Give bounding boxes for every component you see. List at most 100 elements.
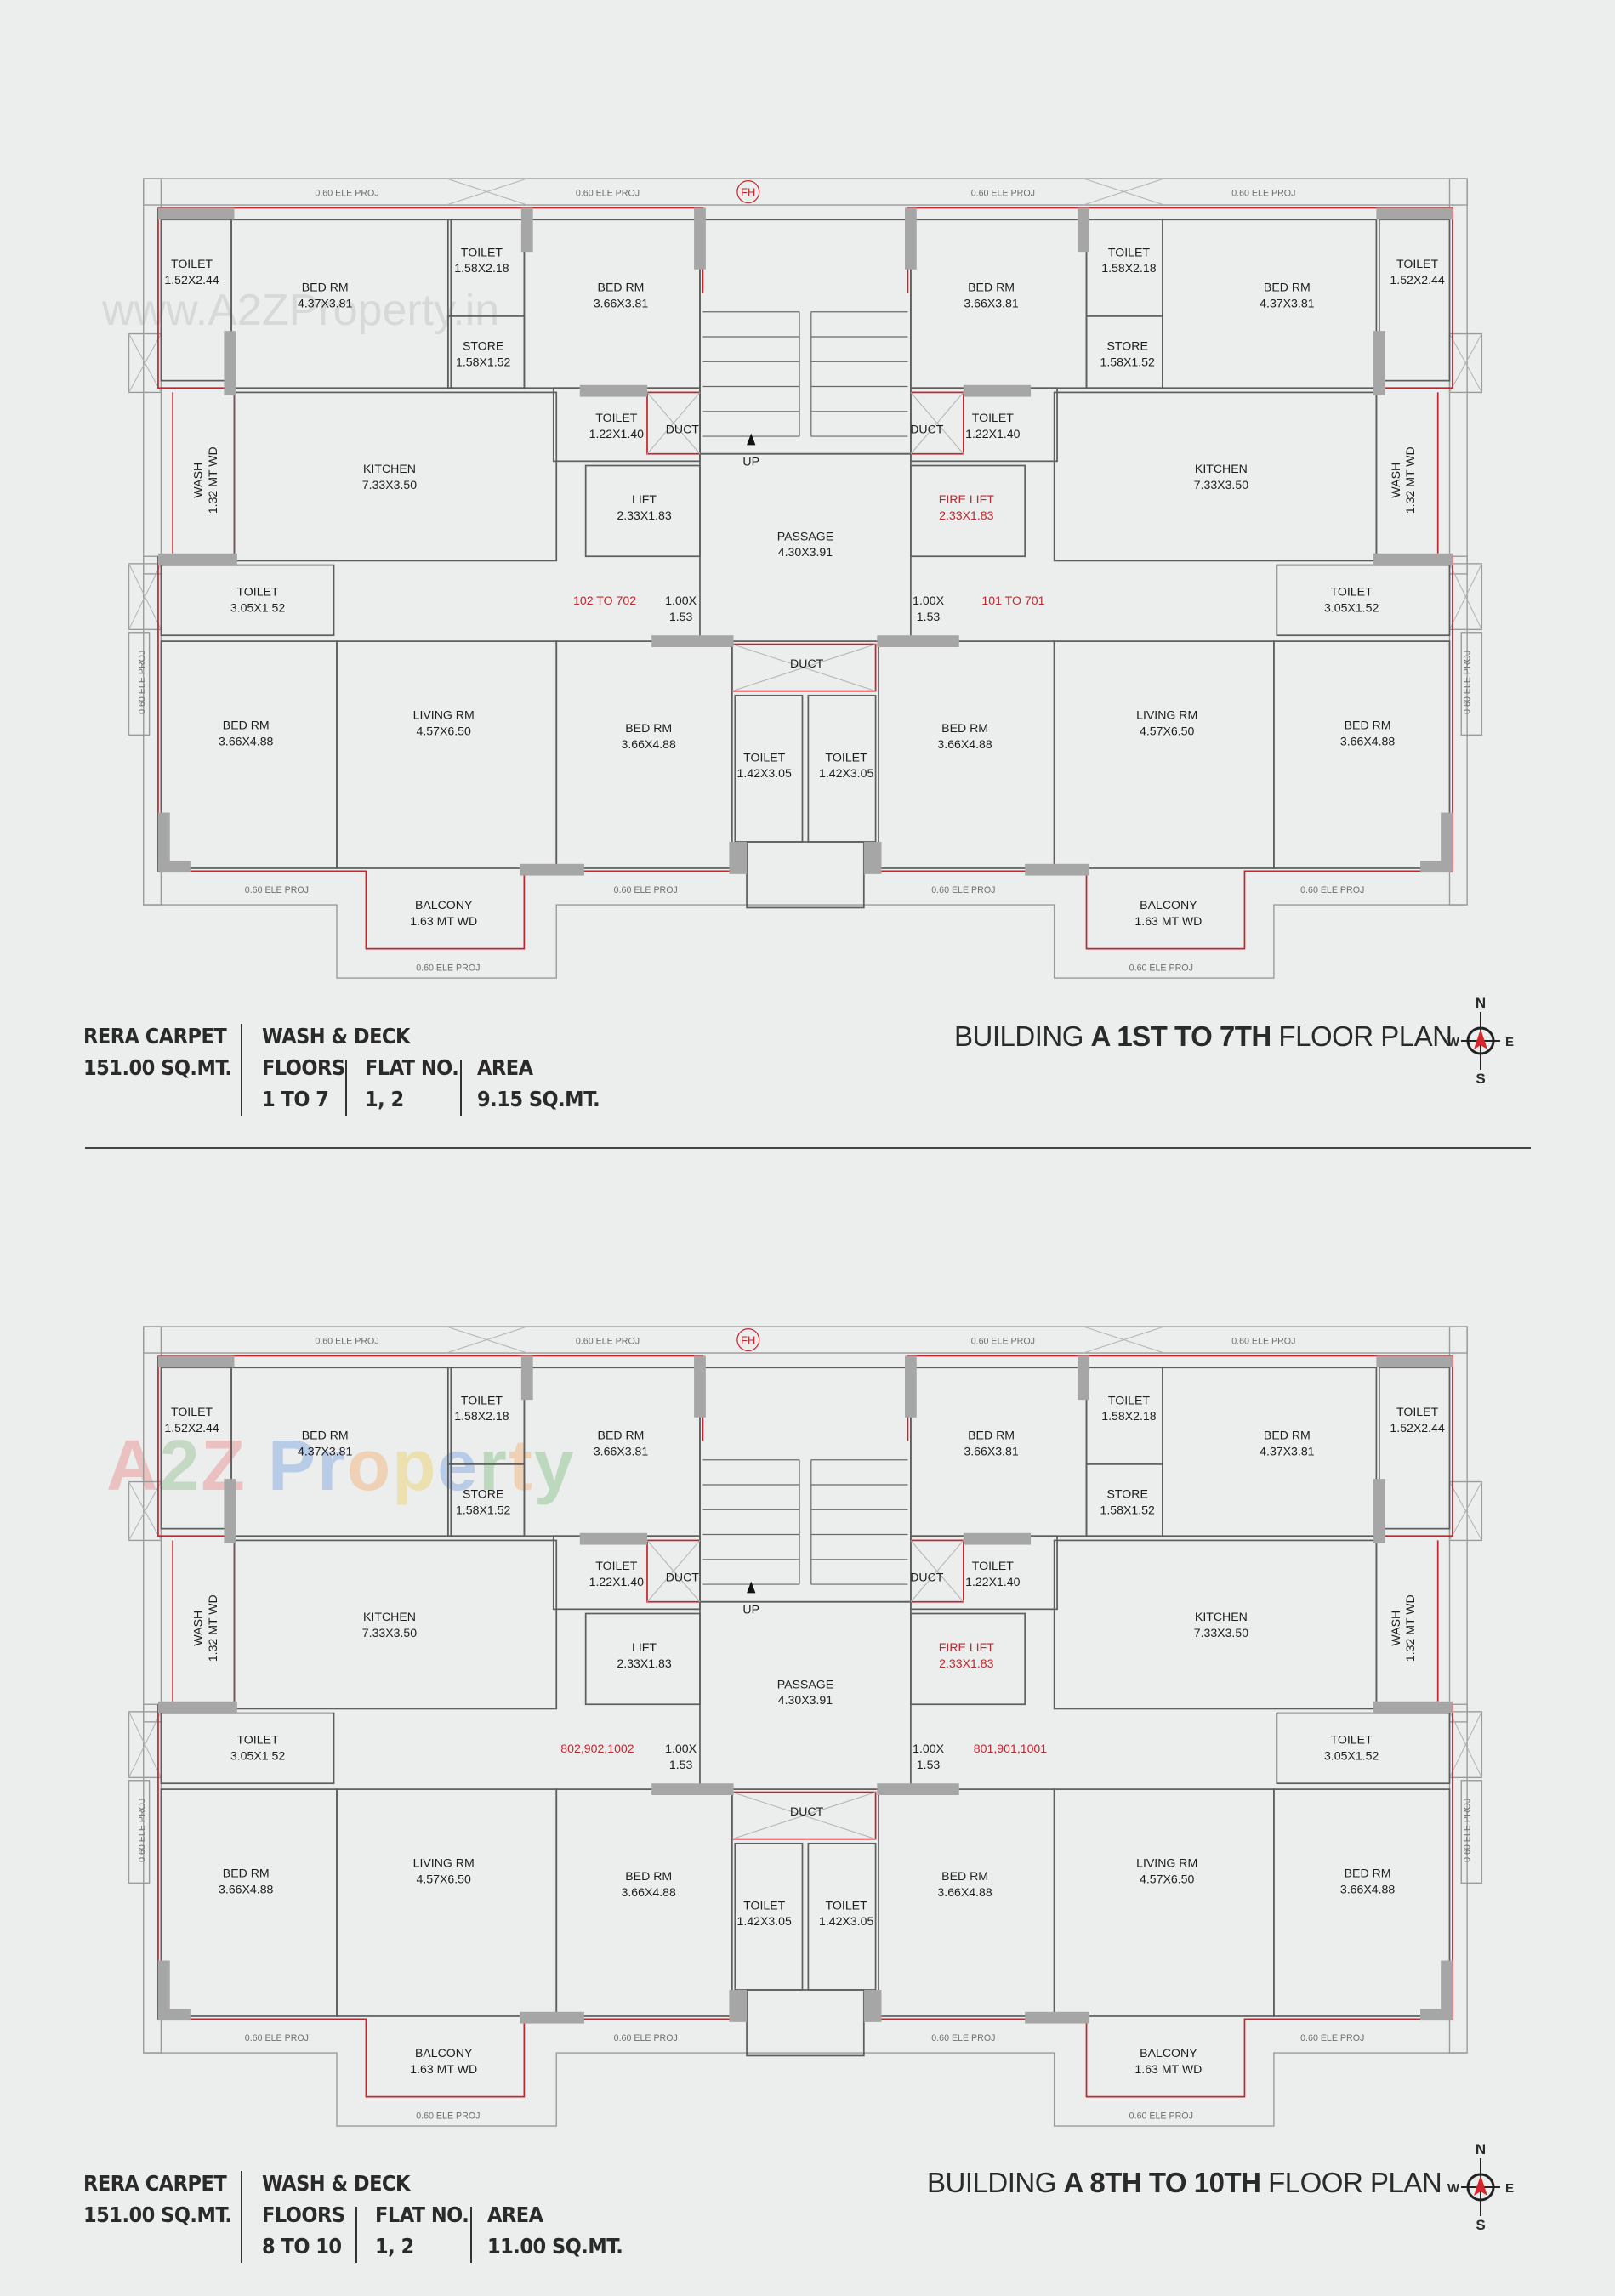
svg-text:BALCONY: BALCONY	[1140, 2046, 1197, 2060]
svg-text:2.33X1.83: 2.33X1.83	[939, 1657, 993, 1670]
area-label: AREA	[477, 1055, 533, 1080]
svg-text:1.32 MT WD: 1.32 MT WD	[206, 446, 219, 514]
floors-value: 1 TO 7	[262, 1087, 329, 1111]
room-toilet-small-right: TOILET 1.22X1.40	[965, 1559, 1020, 1588]
ele-proj-label: 0.60 ELE PROJ	[245, 885, 309, 895]
svg-text:STORE: STORE	[1107, 338, 1148, 352]
svg-text:W: W	[1447, 1035, 1460, 1049]
svg-text:FIRE LIFT: FIRE LIFT	[939, 1640, 994, 1654]
stair-up-label: UP	[742, 1603, 759, 1617]
room-toilet-mid-left: TOILET 3.05X1.52	[230, 1733, 285, 1763]
svg-text:3.66X3.81: 3.66X3.81	[964, 297, 1018, 310]
svg-text:1.42X3.05: 1.42X3.05	[737, 1914, 792, 1928]
svg-text:N: N	[1476, 995, 1486, 1011]
room-bed-inner-right: BED RM3.66X4.88	[937, 1869, 992, 1899]
svg-text:1.63 MT WD: 1.63 MT WD	[1134, 914, 1202, 928]
ele-proj-label: 0.60 ELE PROJ	[1129, 2111, 1193, 2121]
watermark-url: www.A2ZProperty.in	[102, 286, 500, 335]
ele-proj-label: 0.60 ELE PROJ	[137, 651, 147, 714]
room-living-left: LIVING RM4.57X6.50	[413, 708, 475, 737]
info-divider	[355, 2207, 357, 2263]
area-value: 11.00 SQ.MT.	[487, 2234, 623, 2259]
svg-text:BALCONY: BALCONY	[1140, 898, 1197, 912]
svg-text:BED RM: BED RM	[1345, 718, 1391, 731]
svg-text:1.42X3.05: 1.42X3.05	[819, 1914, 873, 1928]
svg-text:1.00X: 1.00X	[665, 1742, 697, 1755]
svg-text:1.00X: 1.00X	[913, 1742, 944, 1755]
svg-text:PASSAGE: PASSAGE	[777, 529, 833, 543]
svg-text:1.53: 1.53	[669, 1758, 693, 1771]
svg-text:1.63 MT WD: 1.63 MT WD	[410, 2062, 477, 2076]
svg-text:1.63 MT WD: 1.63 MT WD	[410, 914, 477, 928]
svg-text:1.22X1.40: 1.22X1.40	[589, 1575, 644, 1588]
wash-deck-label: WASH & DECK	[262, 1024, 410, 1049]
svg-text:TOILET: TOILET	[972, 1559, 1015, 1572]
svg-text:7.33X3.50: 7.33X3.50	[362, 1626, 417, 1640]
svg-text:TOILET: TOILET	[236, 1733, 279, 1747]
floor-plan-8th-to-10th: FH UP 0.60 ELE PROJ 0.60 ELE PROJ 0.60 E…	[128, 1326, 1483, 2127]
ele-proj-label: 0.60 ELE PROJ	[971, 189, 1035, 199]
svg-text:TOILET: TOILET	[1396, 257, 1439, 270]
svg-text:TOILET: TOILET	[972, 411, 1015, 424]
room-bed-inner-right: BED RM3.66X4.88	[937, 721, 992, 751]
svg-text:3.66X3.81: 3.66X3.81	[594, 1445, 648, 1458]
svg-text:TOILET: TOILET	[1108, 245, 1151, 259]
svg-text:BED RM: BED RM	[598, 281, 645, 294]
svg-text:4.37X3.81: 4.37X3.81	[298, 297, 352, 310]
info-divider	[345, 1060, 347, 1116]
ele-proj-label: 0.60 ELE PROJ	[1231, 1337, 1295, 1347]
svg-text:LIVING RM: LIVING RM	[1136, 1856, 1197, 1869]
flat-number-label-right: 101 TO 701	[981, 594, 1044, 607]
room-duct-right: DUCT	[910, 1571, 944, 1584]
svg-text:TOILET: TOILET	[1396, 1405, 1439, 1418]
svg-text:1.58X1.52: 1.58X1.52	[1100, 355, 1155, 368]
ele-proj-label: 0.60 ELE PROJ	[245, 2033, 309, 2043]
svg-text:WASH: WASH	[1389, 1611, 1402, 1646]
info-divider	[470, 2207, 472, 2263]
plan-1-title: BUILDING A 1ST TO 7TH FLOOR PLAN	[954, 1020, 1453, 1052]
svg-text:BED RM: BED RM	[941, 1869, 988, 1883]
svg-text:STORE: STORE	[463, 1486, 503, 1500]
room-bed-inner-left: BED RM3.66X4.88	[622, 721, 676, 751]
svg-text:TOILET: TOILET	[595, 411, 638, 424]
watermark-logo: A2Z Property	[106, 1425, 576, 1505]
floors-label: FLOORS	[262, 2202, 345, 2227]
svg-text:3.05X1.52: 3.05X1.52	[230, 1749, 285, 1763]
svg-text:LIVING RM: LIVING RM	[413, 1856, 475, 1869]
svg-text:WASH: WASH	[191, 1611, 205, 1646]
ele-proj-label: 0.60 ELE PROJ	[576, 1337, 640, 1347]
wash-deck-label: WASH & DECK	[262, 2171, 410, 2196]
svg-text:7.33X3.50: 7.33X3.50	[1194, 1626, 1248, 1640]
ele-proj-label: 0.60 ELE PROJ	[931, 885, 995, 895]
svg-text:W: W	[1447, 2181, 1460, 2196]
room-bed-outer-right: BED RM3.66X4.88	[1340, 1866, 1395, 1895]
svg-text:1.52X2.44: 1.52X2.44	[164, 1421, 219, 1435]
svg-text:TOILET: TOILET	[743, 1898, 786, 1912]
room-bed-upper-right: BED RM3.66X3.81	[964, 281, 1018, 310]
svg-text:KITCHEN: KITCHEN	[363, 1610, 416, 1623]
svg-text:LIVING RM: LIVING RM	[1136, 708, 1197, 721]
svg-text:TOILET: TOILET	[743, 750, 786, 764]
info-divider	[460, 1060, 462, 1116]
room-balcony-right: BALCONY 1.63 MT WD	[1134, 898, 1202, 928]
flat-no-label: FLAT NO.	[375, 2202, 469, 2227]
room-bed-outer-left: BED RM3.66X4.88	[219, 1866, 273, 1895]
svg-text:STORE: STORE	[463, 338, 503, 352]
svg-text:1.52X2.44: 1.52X2.44	[1390, 1421, 1444, 1435]
svg-text:LIVING RM: LIVING RM	[413, 708, 475, 721]
svg-text:1.22X1.40: 1.22X1.40	[965, 1575, 1020, 1588]
svg-text:BED RM: BED RM	[1345, 1866, 1391, 1879]
ele-proj-label: 0.60 ELE PROJ	[315, 189, 378, 199]
